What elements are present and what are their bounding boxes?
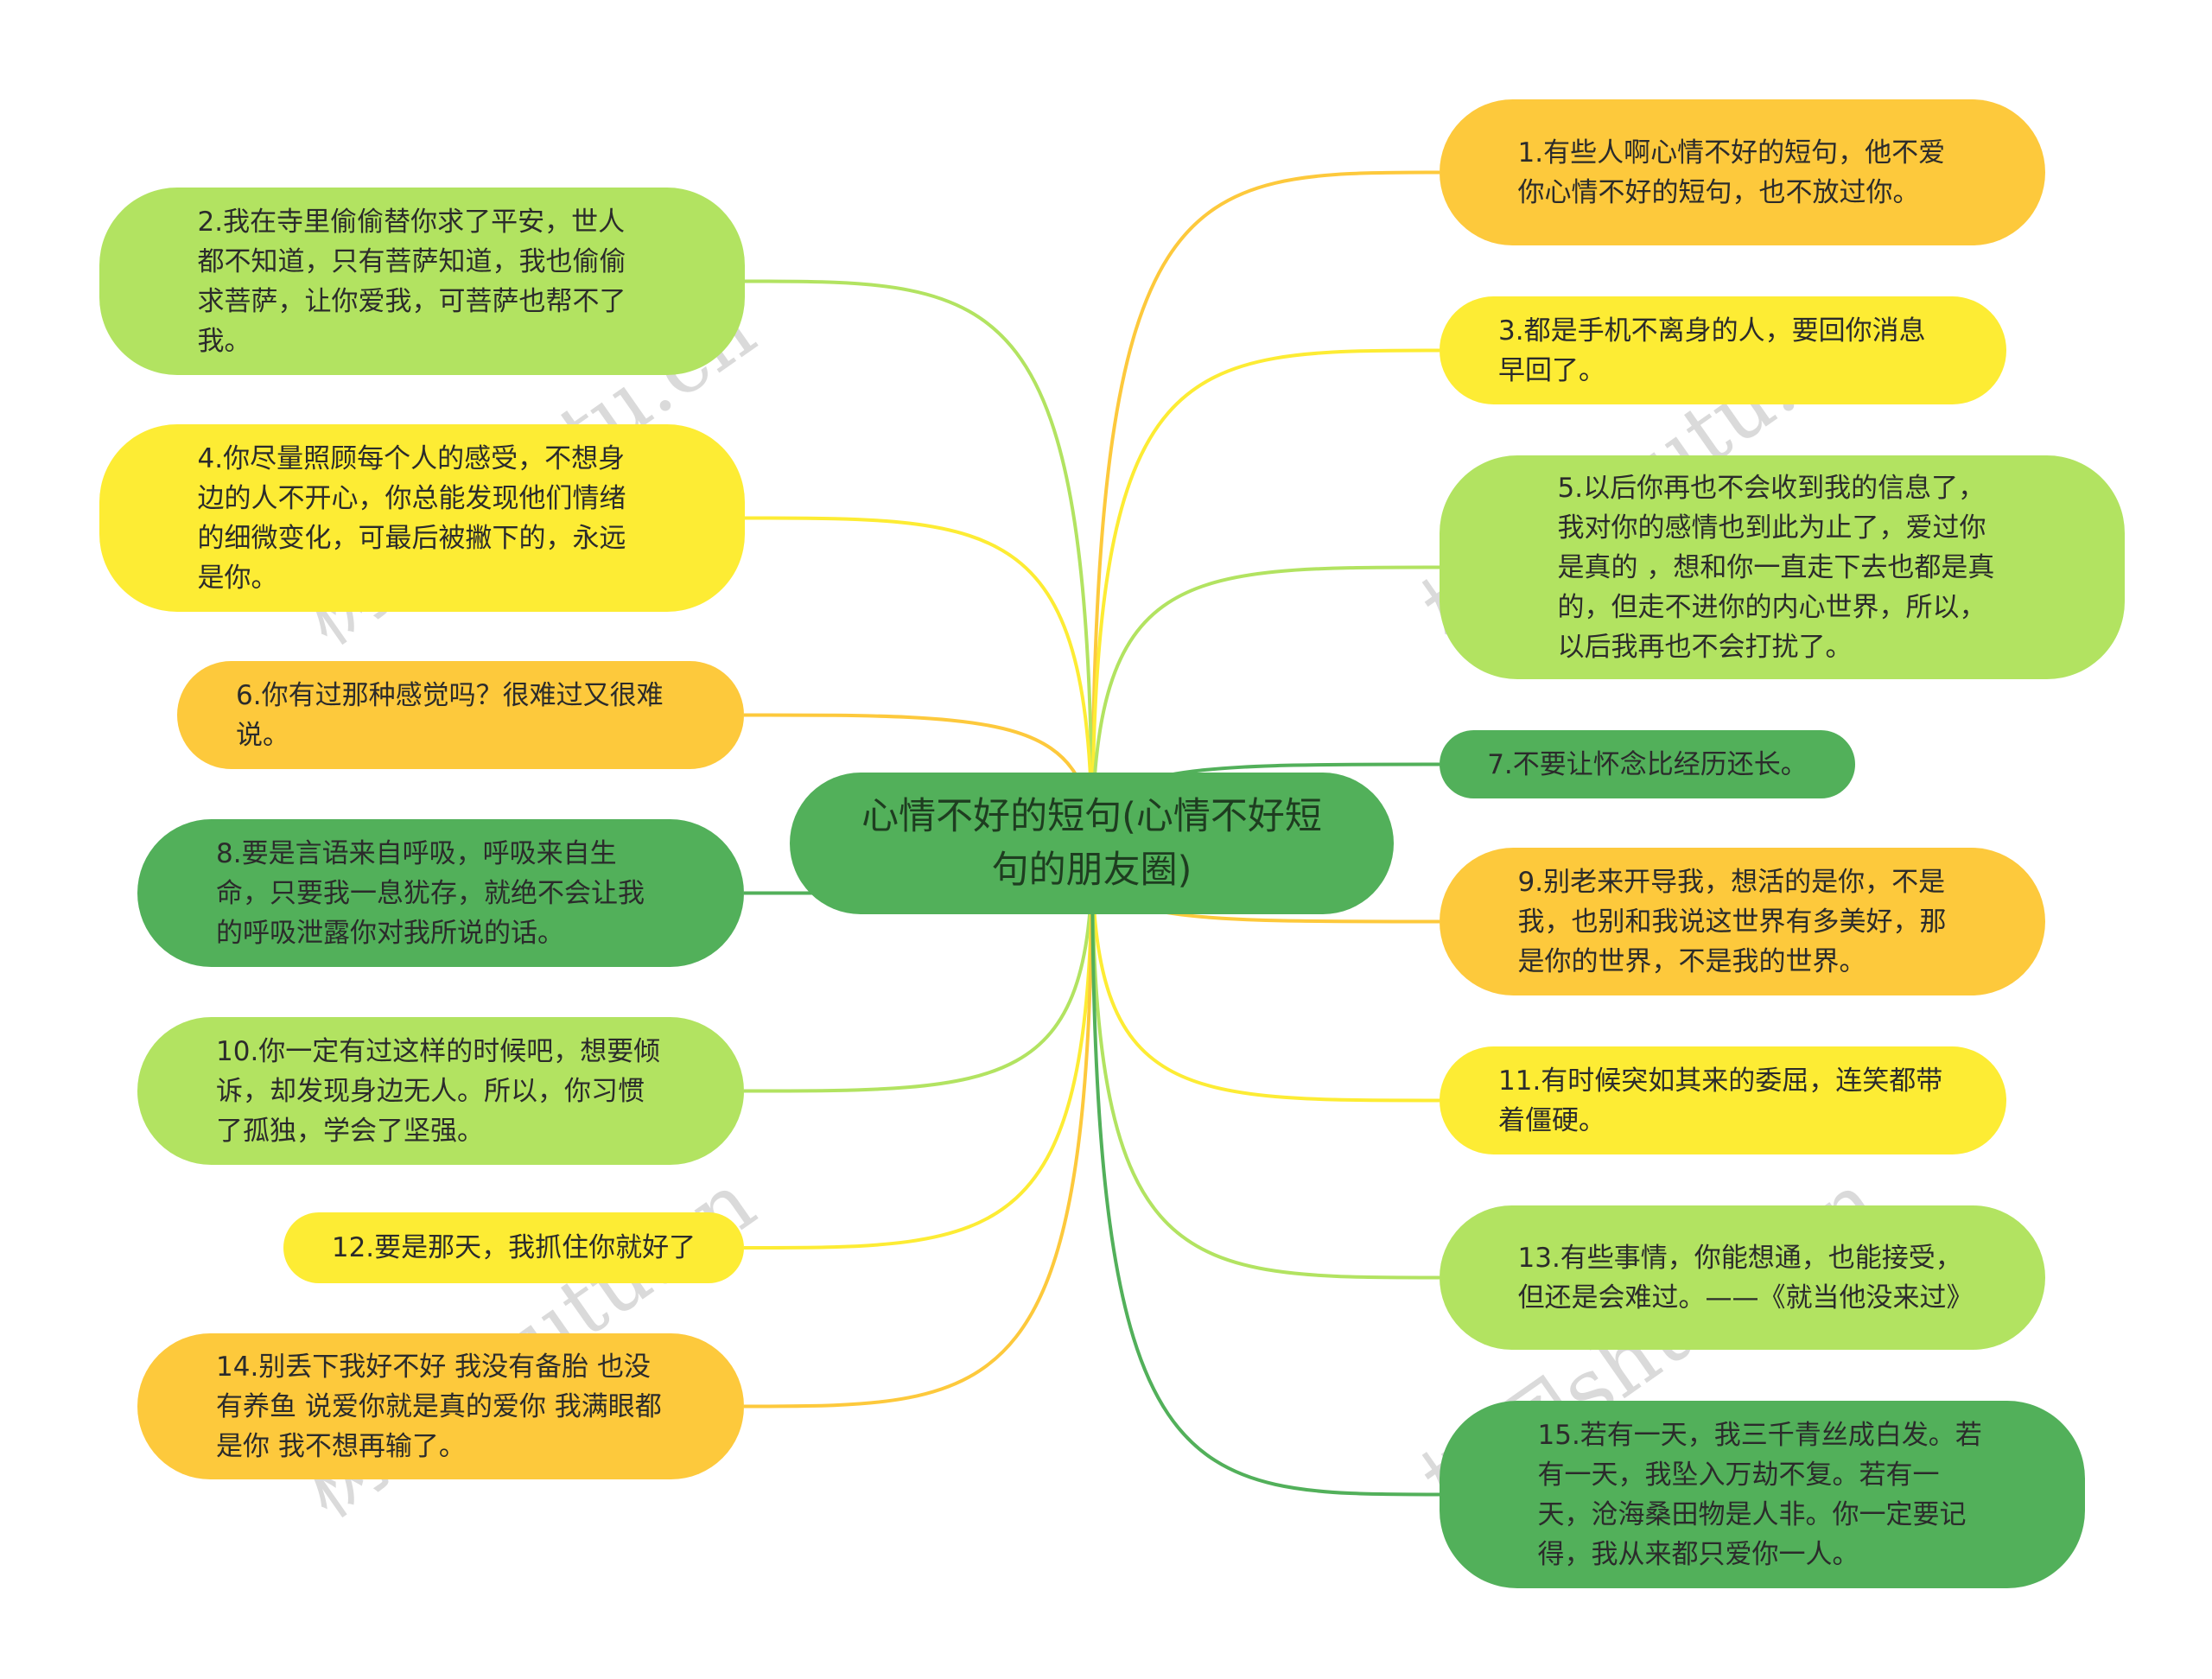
topic-node-6[interactable]: 6.你有过那种感觉吗？很难过又很难说。 (177, 661, 744, 769)
connector-line-2 (744, 279, 1094, 852)
connector-line-10 (743, 850, 1094, 1093)
connector-line-14 (743, 850, 1094, 1409)
topic-node-15[interactable]: 15.若有一天，我三千青丝成白发。若有一天，我坠入万劫不复。若有一天，沧海桑田物… (1440, 1401, 2085, 1588)
connector-line-12 (743, 850, 1094, 1250)
topic-node-13[interactable]: 13.有些事情，你能想通，也能接受，但还是会难过。——《就当他没来过》 (1440, 1205, 2045, 1350)
topic-node-1[interactable]: 1.有些人啊心情不好的短句，他不爱你心情不好的短句，也不放过你。 (1440, 99, 2045, 245)
node-text: 2.我在寺里偷偷替你求了平安，世人都不知道，只有菩萨知道，我也偷偷求菩萨，让你爱… (197, 206, 626, 357)
topic-node-3[interactable]: 3.都是手机不离身的人，要回你消息早回了。 (1440, 296, 2006, 404)
node-text: 12.要是那天，我抓住你就好了 (331, 1232, 696, 1263)
topic-node-10[interactable]: 10.你一定有过这样的时候吧，想要倾诉，却发现身边无人。所以，你习惯了孤独，学会… (137, 1017, 744, 1165)
node-text: 13.有些事情，你能想通，也能接受，但还是会难过。——《就当他没来过》 (1517, 1242, 1974, 1313)
connector-line-15 (1090, 850, 1440, 1497)
connector-line-4 (744, 516, 1094, 852)
node-text: 6.你有过那种感觉吗？很难过又很难说。 (236, 679, 664, 751)
topic-node-14[interactable]: 14.别丢下我好不好 我没有备胎 也没有养鱼 说爱你就是真的爱你 我满眼都是你 … (137, 1333, 744, 1479)
node-text: 14.别丢下我好不好 我没有备胎 也没有养鱼 说爱你就是真的爱你 我满眼都是你 … (216, 1351, 662, 1462)
connector-line-3 (1090, 348, 1440, 852)
central-topic[interactable]: 心情不好的短句(心情不好短句的朋友圈) (790, 773, 1394, 914)
node-text: 11.有时候突如其来的委屈，连笑都带着僵硬。 (1498, 1065, 1943, 1136)
topic-node-4[interactable]: 4.你尽量照顾每个人的感受，不想身边的人不开心，你总能发现他们情绪的细微变化，可… (99, 424, 745, 612)
topic-node-8[interactable]: 8.要是言语来自呼吸，呼吸来自生命，只要我一息犹存，就绝不会让我的呼吸泄露你对我… (137, 819, 744, 967)
connector-line-5 (1090, 565, 1440, 852)
topic-node-2[interactable]: 2.我在寺里偷偷替你求了平安，世人都不知道，只有菩萨知道，我也偷偷求菩萨，让你爱… (99, 188, 745, 375)
node-text: 4.你尽量照顾每个人的感受，不想身边的人不开心，你总能发现他们情绪的细微变化，可… (197, 442, 626, 594)
node-text: 1.有些人啊心情不好的短句，他不爱你心情不好的短句，也不放过你。 (1517, 137, 1946, 208)
node-text: 9.别老来开导我，想活的是你，不是我，也别和我说这世界有多美好，那是你的世界，不… (1517, 866, 1947, 977)
node-text: 3.都是手机不离身的人，要回你消息早回了。 (1498, 315, 1926, 386)
node-text: 5.以后你再也不会收到我的信息了，我对你的感情也到此为止了，爱过你是真的 ，想和… (1557, 472, 1995, 663)
central-topic-text: 心情不好的短句(心情不好短句的朋友圈) (861, 795, 1322, 892)
topic-node-5[interactable]: 5.以后你再也不会收到我的信息了，我对你的感情也到此为止了，爱过你是真的 ，想和… (1440, 455, 2125, 679)
connector-line-1 (1090, 170, 1440, 852)
topic-node-7[interactable]: 7.不要让怀念比经历还长。 (1440, 730, 1855, 798)
node-text: 8.要是言语来自呼吸，呼吸来自生命，只要我一息犹存，就绝不会让我的呼吸泄露你对我… (216, 837, 645, 949)
topic-node-9[interactable]: 9.别老来开导我，想活的是你，不是我，也别和我说这世界有多美好，那是你的世界，不… (1440, 848, 2045, 995)
node-text: 10.你一定有过这样的时候吧，想要倾诉，却发现身边无人。所以，你习惯了孤独，学会… (216, 1035, 661, 1147)
topic-node-11[interactable]: 11.有时候突如其来的委屈，连笑都带着僵硬。 (1440, 1046, 2006, 1154)
connector-line-11 (1090, 850, 1440, 1103)
node-text: 7.不要让怀念比经历还长。 (1487, 748, 1808, 780)
node-text: 15.若有一天，我三千青丝成白发。若有一天，我坠入万劫不复。若有一天，沧海桑田物… (1537, 1419, 1982, 1570)
topic-node-12[interactable]: 12.要是那天，我抓住你就好了 (283, 1212, 744, 1283)
connector-line-13 (1090, 850, 1440, 1280)
